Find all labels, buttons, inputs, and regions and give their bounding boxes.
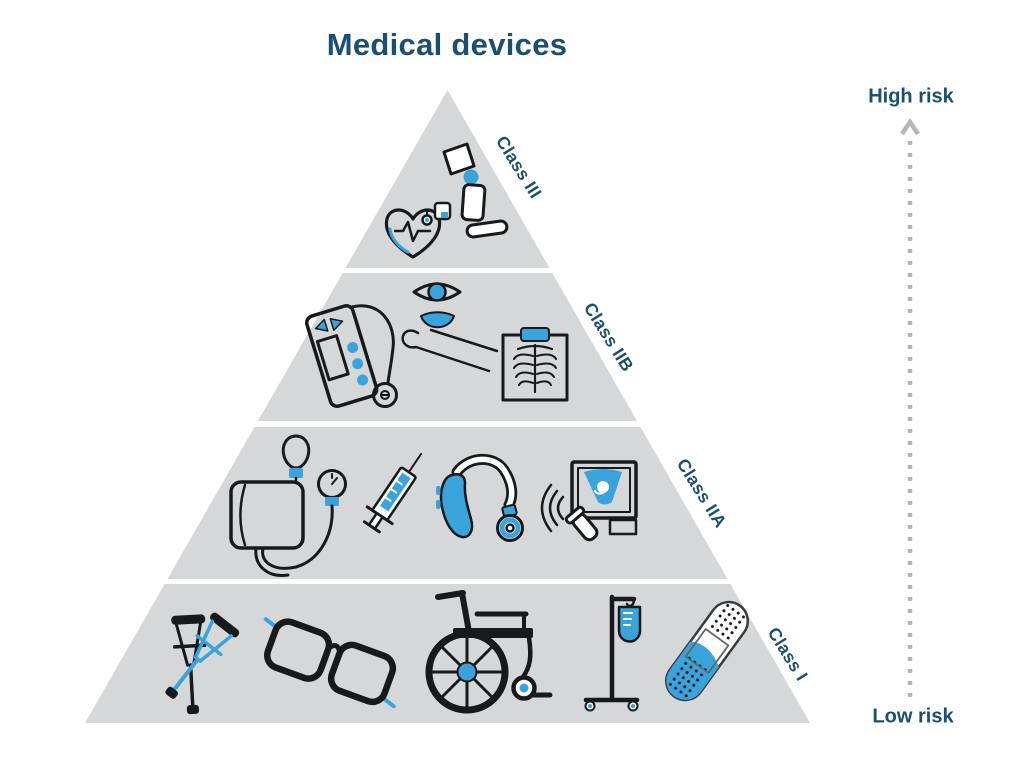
hearing-aid-icon <box>436 453 524 542</box>
prosthetic-leg-icon <box>442 142 509 239</box>
adhesive-bandage-icon <box>665 600 749 702</box>
risk-arrow <box>900 117 920 697</box>
page-title: Medical devices <box>326 27 568 62</box>
wheelchair-icon <box>425 590 553 714</box>
infusion-pump-icon <box>305 304 398 409</box>
low-risk-label: Low risk <box>872 705 954 728</box>
pacemaker-icon <box>384 201 452 259</box>
syringe-icon <box>362 452 423 534</box>
eyeglasses-icon <box>263 617 397 709</box>
high-risk-label: High risk <box>868 85 954 108</box>
x-ray-icon <box>501 327 569 402</box>
blood-pressure-monitor-icon <box>229 434 347 577</box>
iv-drip-stand-icon <box>583 594 642 712</box>
contact-lens-icon <box>401 282 499 373</box>
crutches-icon <box>165 612 240 715</box>
ultrasound-machine-icon <box>540 460 638 542</box>
